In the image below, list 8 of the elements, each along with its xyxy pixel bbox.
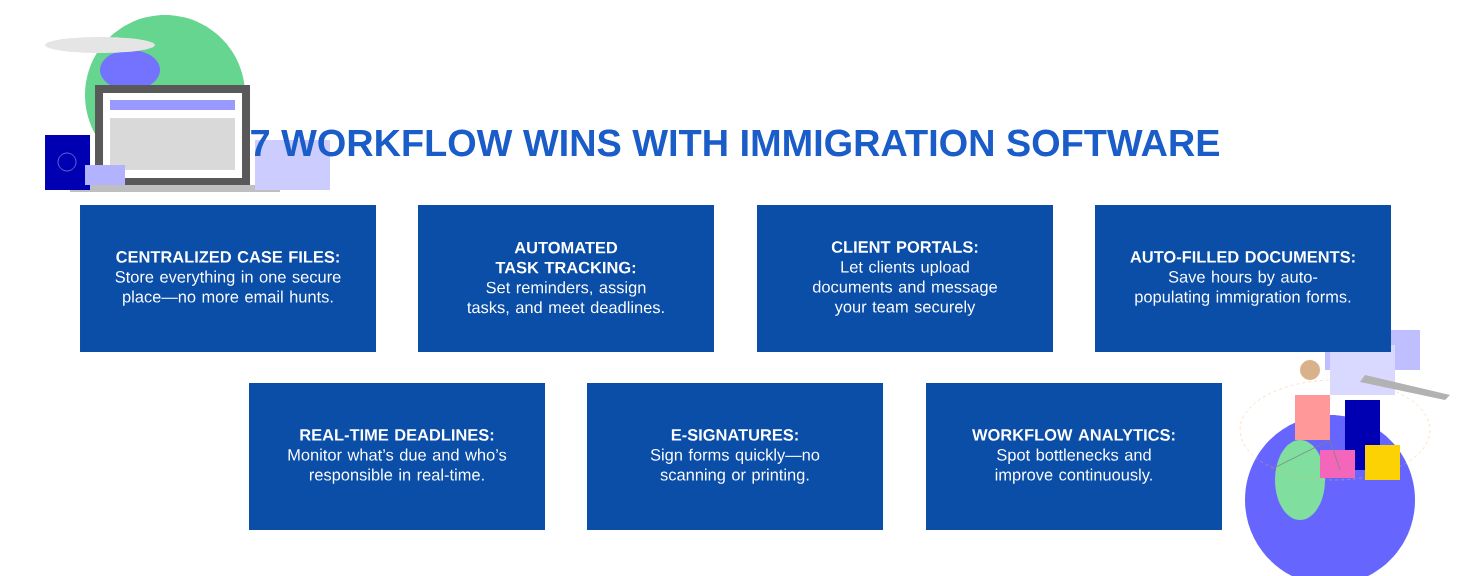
feature-box: CLIENT PORTALS: Let clients upload documents and message your team securely [757,205,1053,352]
title: 7 WORKFLOW WINS WITH IMMIGRATION SOFTWARE [251,129,1219,157]
feature-box: AUTOMATED TASK TRACKING: Set reminders, assign tasks, and meet deadlines. [418,205,714,352]
feature-box: CENTRALIZED CASE FILES: Store everything in one secure place—no more email hunts. [80,205,376,352]
feature-box: AUTO-FILLED DOCUMENTS: Save hours by auto-populating immigration forms. [1095,205,1391,352]
feature-box: E-SIGNATURES: Sign forms quickly—no scanning or printing. [587,383,883,530]
feature-box: REAL-TIME DEADLINES: Monitor what’s due and who’s responsible in real-time. [249,383,545,530]
feature-box: WORKFLOW ANALYTICS: Spot bottlenecks and improve continuously. [926,383,1222,530]
